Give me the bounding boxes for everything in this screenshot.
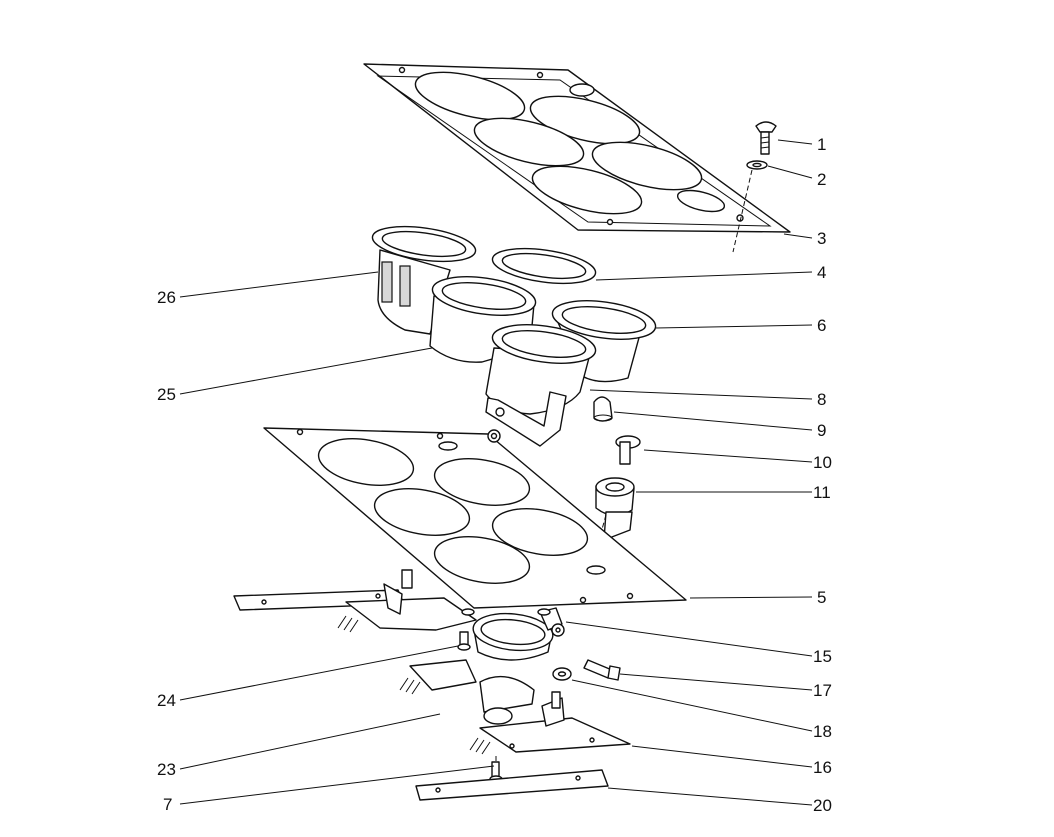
callout-2: 2 (817, 170, 826, 189)
callout-1: 1 (817, 135, 826, 154)
callout-10: 10 (813, 453, 832, 472)
leader-lines (179, 139, 813, 806)
gauge-cup-4 (491, 247, 597, 285)
strip-part-20 (415, 769, 609, 801)
callout-23: 23 (157, 760, 176, 779)
callout-8: 8 (817, 390, 826, 409)
callout-20: 20 (813, 796, 832, 815)
gauge-cup-8 (485, 324, 597, 447)
callout-25: 25 (157, 385, 176, 404)
callout-17: 17 (813, 681, 832, 700)
callout-16: 16 (813, 758, 832, 777)
callout-11: 11 (813, 483, 831, 502)
bolt-part-17 (583, 659, 621, 681)
callout-18: 18 (813, 722, 832, 741)
callout-4: 4 (817, 263, 826, 282)
lower-bracket-left (337, 569, 477, 633)
washer-part-2 (746, 160, 768, 170)
bulb-part-9 (593, 396, 613, 422)
callout-3: 3 (817, 229, 826, 248)
main-panel-5 (263, 427, 687, 609)
callout-9: 9 (817, 421, 826, 440)
callout-labels: 1 2 3 4 6 8 9 10 11 5 15 17 18 16 20 26 … (157, 135, 832, 815)
callout-24: 24 (157, 691, 176, 710)
lower-plate-left (399, 659, 477, 695)
screw-part-24 (457, 631, 471, 651)
callout-15: 15 (813, 647, 832, 666)
ring-part-23 (472, 612, 554, 661)
bracket-part-16 (469, 675, 631, 755)
callout-26: 26 (157, 288, 176, 307)
bush-part-11 (595, 477, 635, 541)
top-cover-panel (363, 63, 791, 233)
nut-part-18 (552, 667, 572, 681)
callout-7: 7 (163, 795, 172, 814)
knob-part-10 (615, 435, 641, 465)
callout-5: 5 (817, 588, 826, 607)
screw-part-1 (755, 121, 777, 155)
callout-6: 6 (817, 316, 826, 335)
